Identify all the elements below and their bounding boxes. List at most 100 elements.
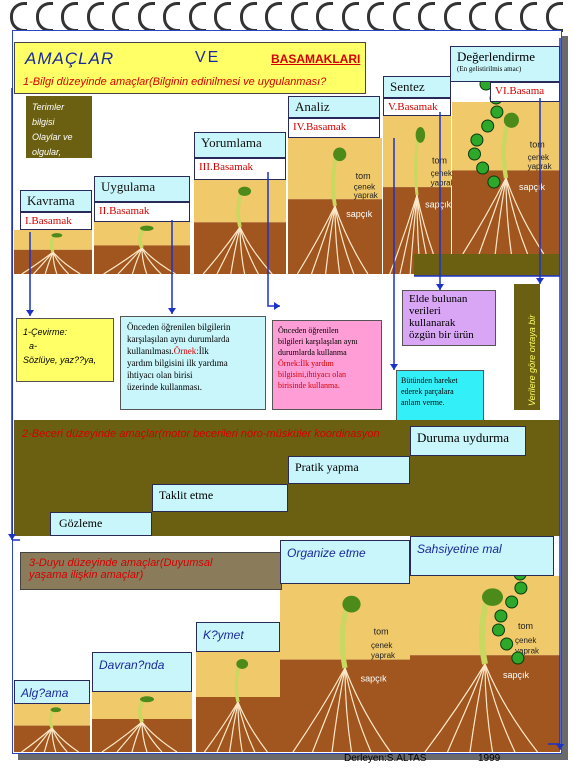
- arrow-head: [26, 310, 34, 316]
- step-duruma: Duruma uydurma: [410, 426, 526, 456]
- plant-root: [505, 177, 512, 255]
- note-line: Önceden öğrenilen bilgilerin: [127, 322, 231, 332]
- helix-bead: [500, 637, 514, 651]
- step-label: III.Basamak: [199, 161, 254, 173]
- step-label: II.Basamak: [99, 205, 150, 217]
- plant-root: [331, 667, 346, 753]
- plant-root: [44, 251, 54, 275]
- step-kiymet: K?ymet: [196, 622, 280, 652]
- note-line: a-: [29, 341, 38, 351]
- plant-leaf: [482, 588, 503, 606]
- level-name: Uygulama: [101, 179, 156, 194]
- plant-root: [409, 194, 418, 275]
- level-yorumlama: Yorumlama: [194, 132, 286, 158]
- plant-root: [505, 177, 529, 255]
- plant-root: [478, 177, 507, 255]
- arrow-head: [390, 364, 398, 370]
- plant-root: [141, 721, 178, 753]
- note-line: durumlarda kullanma: [278, 348, 347, 357]
- helix-bead: [481, 119, 495, 133]
- plant-root: [229, 701, 239, 753]
- plant-label-sapcik: sapçık: [361, 673, 388, 683]
- level-name: Yorumlama: [201, 135, 262, 150]
- plant-root: [239, 226, 259, 275]
- plant-root: [32, 727, 53, 753]
- plant-root: [141, 247, 162, 275]
- footer-author: Derleyen:S.ALTAS: [344, 753, 427, 764]
- plant-root: [494, 177, 507, 255]
- plant-root: [103, 247, 143, 275]
- note-analiz: Bütünden hareket ederek parçalara anlam …: [396, 370, 484, 422]
- arrow-head: [536, 278, 544, 284]
- step-label: IV.Basamak: [293, 121, 347, 133]
- section2-heading: 2-Beceri düzeyinde amaçlar(motor beceril…: [22, 428, 380, 440]
- plant-root: [33, 251, 54, 275]
- plant-root: [203, 701, 239, 753]
- plant-root: [310, 205, 336, 275]
- plant-leaf: [236, 659, 249, 669]
- note-sentez: Elde bulunan verileri kullanarak özgün b…: [402, 290, 496, 346]
- plant-root: [389, 194, 418, 275]
- note-line: anlam verme.: [401, 398, 445, 407]
- plant-root: [325, 205, 336, 275]
- connector-yorumlama: [267, 172, 280, 307]
- plant-label-yaprak: yaprak: [515, 646, 540, 655]
- helix-bead: [511, 651, 525, 665]
- plant-leaf: [238, 186, 252, 196]
- plant-root: [469, 663, 486, 753]
- plant-root: [216, 226, 241, 275]
- terms-line: Olaylar ve: [32, 132, 73, 142]
- helix-bead: [514, 581, 528, 595]
- step-text: Sahsiyetine mal: [417, 542, 502, 556]
- step-text: Organize etme: [287, 546, 366, 560]
- note-line: Önceden öğrenilen: [278, 326, 339, 335]
- note-uygulama: Önceden öğrenilen bilgilerin karşılaşıla…: [120, 316, 266, 410]
- plant-root: [141, 721, 163, 753]
- plant-leaf: [415, 127, 426, 143]
- plant-root: [344, 667, 372, 753]
- plant-root: [424, 663, 486, 753]
- plant-leaf: [140, 696, 154, 703]
- helix-bead: [487, 175, 501, 189]
- helix-bead: [490, 105, 504, 119]
- title-amaclar: AMAÇLAR: [25, 49, 115, 68]
- plant-root: [51, 727, 57, 753]
- level-subtitle: (En gelistirilmis amac): [457, 65, 522, 73]
- plant-root: [21, 251, 54, 275]
- plant-leaf: [50, 707, 62, 713]
- plant-label-sapcik: sapçık: [425, 200, 452, 210]
- step-yorumlama: III.Basamak: [194, 158, 286, 180]
- plant-label-yaprak: yaprak: [354, 191, 379, 200]
- note-degerlendirme: Verilere göre ortaya bir: [514, 284, 540, 410]
- level-kavrama: Kavrama: [20, 190, 92, 212]
- note-line: kullanılması.Örnek:İlk: [127, 345, 259, 357]
- plant-root: [237, 701, 243, 753]
- level-analiz: Analiz: [288, 96, 380, 118]
- plant-root: [311, 667, 346, 753]
- plant-root: [116, 721, 143, 753]
- step-label: I.Basamak: [25, 215, 72, 227]
- step-label: V.Basamak: [388, 101, 438, 113]
- arrow-head: [436, 284, 444, 290]
- terms-line: olgular,: [32, 147, 62, 157]
- level-name: Kavrama: [27, 193, 75, 208]
- plant-label-sapcik: sapçık: [346, 209, 373, 219]
- plant-label-tom: tom: [374, 626, 389, 636]
- note-yorumlama: Önceden öğrenilen bilgileri karşılaşılan…: [272, 320, 382, 410]
- step-algilama: Alg?ama: [14, 680, 90, 704]
- step-label: VI.Basama: [495, 85, 545, 97]
- plant-root: [334, 205, 341, 275]
- helix-bead: [476, 161, 490, 175]
- plant-label-sapcik: sapçık: [519, 182, 546, 192]
- step-gozleme: Gözleme: [50, 512, 152, 536]
- arrow-head: [8, 534, 16, 540]
- step-text: Alg?ama: [21, 686, 69, 700]
- plant-root: [101, 721, 143, 753]
- step-pratik: Pratik yapma: [288, 456, 410, 484]
- level-name: Sentez: [390, 79, 425, 94]
- step-uygulama: II.Basamak: [94, 202, 190, 222]
- olive-strip: [414, 254, 560, 276]
- step-taklit: Taklit etme: [152, 484, 288, 512]
